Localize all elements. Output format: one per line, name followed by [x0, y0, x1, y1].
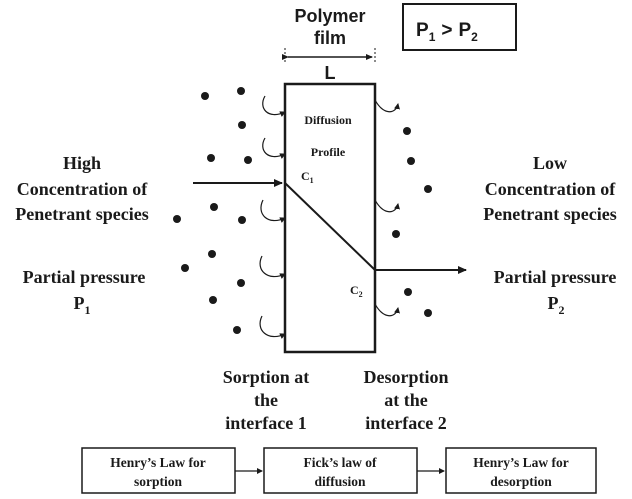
penetrant-dot: [207, 154, 215, 162]
process-flow: [81, 447, 597, 494]
pressure-ratio-box: P1>P2: [402, 3, 517, 51]
penetrant-dot: [403, 127, 411, 135]
desorption-arrows: [374, 99, 400, 317]
penetrant-dot: [238, 216, 246, 224]
right-pressure-label: Partial pressure: [494, 267, 617, 287]
flow-box-henry-desorption: [445, 447, 597, 494]
film-title-line2: film: [314, 28, 346, 48]
film-title-line1: Polymer: [294, 6, 365, 26]
sorption-arrow: [259, 315, 286, 339]
right-pressure-symbol: P2: [548, 293, 565, 317]
left-label-line3: Penetrant species: [15, 204, 148, 224]
flow-box-fick-diffusion: [263, 447, 418, 494]
penetrant-dot: [237, 87, 245, 95]
ratio-p1: P: [416, 20, 429, 41]
penetrant-dot: [424, 309, 432, 317]
flow-box-henry-sorption: [81, 447, 236, 494]
flow-box-1-line2: sorption: [134, 474, 183, 489]
ratio-p1-sub: 1: [429, 30, 436, 44]
sorption-label-line3: interface 1: [225, 413, 306, 433]
right-label-line1: Low: [533, 153, 567, 173]
penetrant-dots: [173, 87, 432, 334]
polymer-film: [283, 82, 377, 354]
sorption-arrow: [260, 199, 286, 223]
desorption-label-line2: at the: [384, 390, 428, 410]
right-label-line2: Concentration of: [485, 179, 616, 199]
flow-box-3-line1: Henry’s Law for: [473, 455, 568, 470]
sorption-label-line2: the: [254, 390, 278, 410]
left-label-line2: Concentration of: [17, 179, 148, 199]
penetrant-dot: [238, 121, 246, 129]
desorption-arrow: [374, 199, 400, 213]
film-thickness-dimension: [282, 48, 376, 64]
penetrant-dot: [208, 250, 216, 258]
left-pressure-label: Partial pressure: [23, 267, 146, 287]
concentration-gradient-line: [284, 182, 376, 271]
penetrant-dot: [209, 296, 217, 304]
profile-label-line1: Diffusion: [304, 113, 352, 127]
sorption-arrow: [259, 255, 286, 279]
sorption-arrows: [259, 95, 286, 339]
ratio-operator: >: [441, 20, 452, 41]
sorption-arrow: [262, 95, 286, 117]
penetrant-dot: [244, 156, 252, 164]
c2-label: C2: [350, 283, 363, 299]
flow-box-2-line1: Fick’s law of: [304, 455, 377, 470]
flow-box-1-line1: Henry’s Law for: [110, 455, 205, 470]
penetrant-dot: [407, 157, 415, 165]
desorption-label-line3: interface 2: [365, 413, 446, 433]
penetrant-dot: [210, 203, 218, 211]
c1-label: C1: [301, 169, 314, 185]
svg-text:P1>P2: P1>P2: [416, 20, 478, 44]
left-pressure-symbol: P1: [74, 293, 91, 317]
sorption-arrow: [262, 137, 286, 159]
penetrant-dot: [173, 215, 181, 223]
flow-box-3-line2: desorption: [490, 474, 552, 489]
penetrant-dot: [181, 264, 189, 272]
flow-box-2-line2: diffusion: [314, 474, 366, 489]
desorption-label-line1: Desorption: [364, 367, 449, 387]
ratio-p2: P: [458, 20, 471, 41]
penetrant-dot: [424, 185, 432, 193]
penetrant-dot: [392, 230, 400, 238]
penetrant-dot: [237, 279, 245, 287]
film-thickness-label: L: [325, 63, 336, 83]
penetrant-dot: [404, 288, 412, 296]
right-label-line3: Penetrant species: [483, 204, 616, 224]
left-label-line1: High: [63, 153, 101, 173]
sorption-label-line1: Sorption at: [223, 367, 310, 387]
penetrant-dot: [233, 326, 241, 334]
profile-label-line2: Profile: [311, 145, 346, 159]
penetrant-dot: [201, 92, 209, 100]
ratio-p2-sub: 2: [471, 30, 478, 44]
desorption-arrow: [374, 303, 400, 317]
desorption-arrow: [374, 99, 400, 113]
